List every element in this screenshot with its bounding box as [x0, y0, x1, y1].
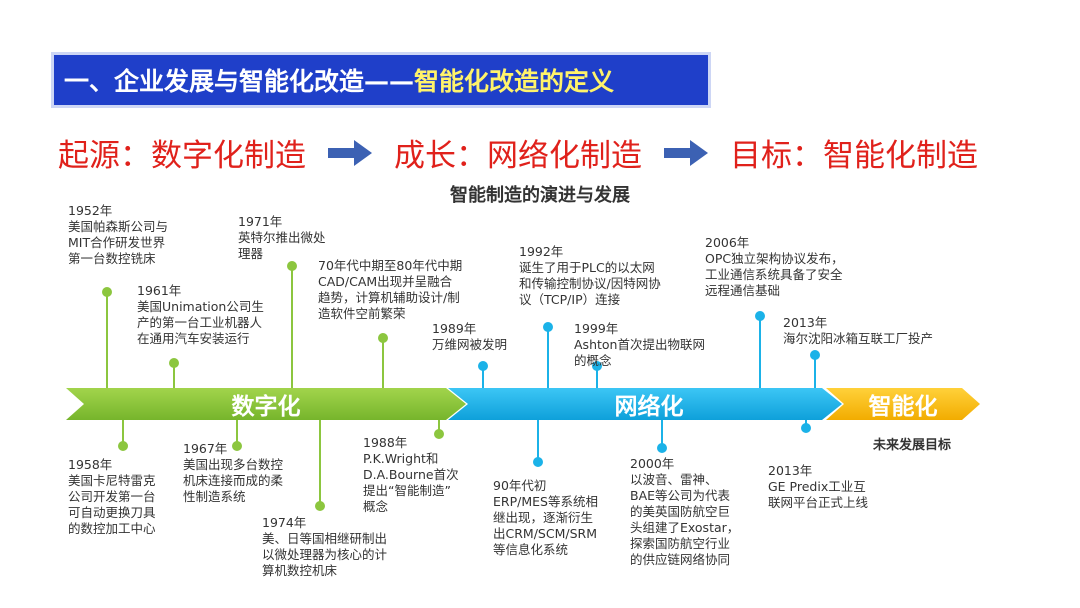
arrow-right-icon	[664, 139, 708, 166]
milestone-year: 1971年	[238, 214, 283, 229]
milestone-dot	[434, 429, 444, 439]
phase-band-digital	[66, 388, 466, 420]
milestone-1992: 1992年 诞生了用于PLC的以太网 和传输控制协议/因特网协 议（TCP/IP…	[519, 244, 661, 308]
milestone-text: 美国Unimation公司生 产的第一台工业机器人 在通用汽车安装运行	[137, 299, 264, 346]
milestone-2000: 2000年 以波音、雷神、 BAE等公司为代表 的美英国防航空巨 头组建了Exo…	[630, 456, 739, 568]
phase-band-network	[448, 388, 842, 420]
milestone-text: GE Predix工业互 联网平台正式上线	[768, 479, 869, 510]
milestone-1952: 1952年 美国帕森斯公司与 MIT合作研发世界 第一台数控铣床	[68, 203, 168, 267]
phase-label-smart: 智能化	[869, 393, 938, 420]
milestone-text: 万维网被发明	[432, 337, 508, 352]
blue-connectors	[478, 311, 820, 467]
milestone-1967: 1967年 美国出现多台数控 机床连接而成的柔 性制造系统	[183, 441, 283, 505]
milestone-year: 1967年	[183, 441, 228, 456]
milestone-year: 1961年	[137, 283, 182, 298]
milestone-2013-predix: 2013年 GE Predix工业互 联网平台正式上线	[768, 463, 868, 511]
milestone-year: 2006年	[705, 235, 750, 250]
milestone-1988: 1988年 P.K.Wright和 D.A.Bourne首次 提出“智能制造” …	[363, 435, 459, 515]
milestone-text: 诞生了用于PLC的以太网 和传输控制协议/因特网协 议（TCP/IP）连接	[519, 260, 661, 307]
milestone-year: 1952年	[68, 203, 113, 218]
milestone-dot	[169, 358, 179, 368]
milestone-text: 90年代初 ERP/MES等系统相 继出现，逐渐衍生 出CRM/SCM/SRM …	[493, 478, 598, 557]
milestone-dot	[657, 443, 667, 453]
milestone-dot	[315, 501, 325, 511]
milestone-cad-cam: 70年代中期至80年代中期 CAD/CAM出现并呈融合 趋势，计算机辅助设计/制…	[318, 258, 462, 322]
milestone-text: Ashton首次提出物联网 的概念	[574, 337, 705, 368]
future-goal-label: 未来发展目标	[873, 438, 952, 453]
milestone-text: 以波音、雷神、 BAE等公司为代表 的美英国防航空巨 头组建了Exostar， …	[630, 472, 740, 567]
milestone-2013-haier: 2013年 海尔沈阳冰箱互联工厂投产	[783, 315, 933, 347]
milestone-text: 海尔沈阳冰箱互联工厂投产	[783, 331, 934, 346]
milestone-1974: 1974年 美、日等国相继研制出 以微处理器为核心的计 算机数控机床	[262, 515, 387, 579]
milestone-text: 英特尔推出微处 理器	[238, 230, 326, 261]
milestone-dot	[102, 287, 112, 297]
milestone-dot	[755, 311, 765, 321]
green-connectors	[102, 261, 444, 511]
milestone-dot	[287, 261, 297, 271]
stage-progression: 起源：数字化制造 成长：网络化制造 目标：智能化制造	[58, 130, 978, 175]
milestone-1989: 1989年 万维网被发明	[432, 321, 507, 353]
stage-goal: 目标：智能化制造	[730, 138, 978, 174]
milestone-year: 1992年	[519, 244, 564, 259]
milestone-year: 2013年	[783, 315, 828, 330]
stage-growth: 成长：网络化制造	[394, 138, 642, 174]
section-title-bar: 一、企业发展与智能化改造——智能化改造的定义	[54, 55, 708, 105]
milestone-dot	[118, 441, 128, 451]
phase-band-smart	[826, 388, 980, 420]
milestone-dot	[592, 361, 602, 371]
milestone-dot	[810, 350, 820, 360]
milestone-1958: 1958年 美国卡尼特雷克 公司开发第一台 可自动更换刀具 的数控加工中心	[68, 457, 156, 537]
milestone-text: 70年代中期至80年代中期 CAD/CAM出现并呈融合 趋势，计算机辅助设计/制…	[318, 258, 463, 321]
phase-label-network: 网络化	[615, 393, 684, 420]
milestone-1961: 1961年 美国Unimation公司生 产的第一台工业机器人 在通用汽车安装运…	[137, 283, 264, 347]
milestone-dot	[232, 441, 242, 451]
milestone-year: 1988年	[363, 435, 408, 450]
diagram-title: 智能制造的演进与发展	[450, 185, 630, 206]
phase-label-digital: 数字化	[232, 393, 301, 420]
milestone-text: P.K.Wright和 D.A.Bourne首次 提出“智能制造” 概念	[363, 451, 459, 514]
milestone-text: 美、日等国相继研制出 以微处理器为核心的计 算机数控机床	[262, 531, 388, 578]
milestone-2006: 2006年 OPC独立架构协议发布， 工业通信系统具备了安全 远程通信基础	[705, 235, 844, 299]
milestone-text: OPC独立架构协议发布， 工业通信系统具备了安全 远程通信基础	[705, 251, 844, 298]
milestone-year: 1999年	[574, 321, 619, 336]
milestone-year: 1974年	[262, 515, 307, 530]
milestone-dot	[478, 361, 488, 371]
milestone-1971: 1971年 英特尔推出微处 理器	[238, 214, 326, 262]
milestone-dot	[543, 322, 553, 332]
milestone-dot	[533, 457, 543, 467]
milestone-text: 美国帕森斯公司与 MIT合作研发世界 第一台数控铣床	[68, 219, 169, 266]
section-subtitle: 智能化改造的定义	[414, 67, 615, 96]
milestone-dot	[378, 333, 388, 343]
milestone-year: 1989年	[432, 321, 477, 336]
milestone-year: 2000年	[630, 456, 675, 471]
stage-origin: 起源：数字化制造	[58, 138, 306, 174]
milestone-text: 美国出现多台数控 机床连接而成的柔 性制造系统	[183, 457, 284, 504]
milestone-1990s: 90年代初 ERP/MES等系统相 继出现，逐渐衍生 出CRM/SCM/SRM …	[493, 478, 598, 558]
milestone-text: 美国卡尼特雷克 公司开发第一台 可自动更换刀具 的数控加工中心	[68, 473, 156, 536]
milestone-dot	[801, 423, 811, 433]
milestone-year: 2013年	[768, 463, 813, 478]
section-title: 一、企业发展与智能化改造——	[64, 67, 415, 96]
milestone-1999: 1999年 Ashton首次提出物联网 的概念	[574, 321, 705, 369]
milestone-year: 1958年	[68, 457, 113, 472]
arrow-right-icon	[328, 139, 372, 166]
